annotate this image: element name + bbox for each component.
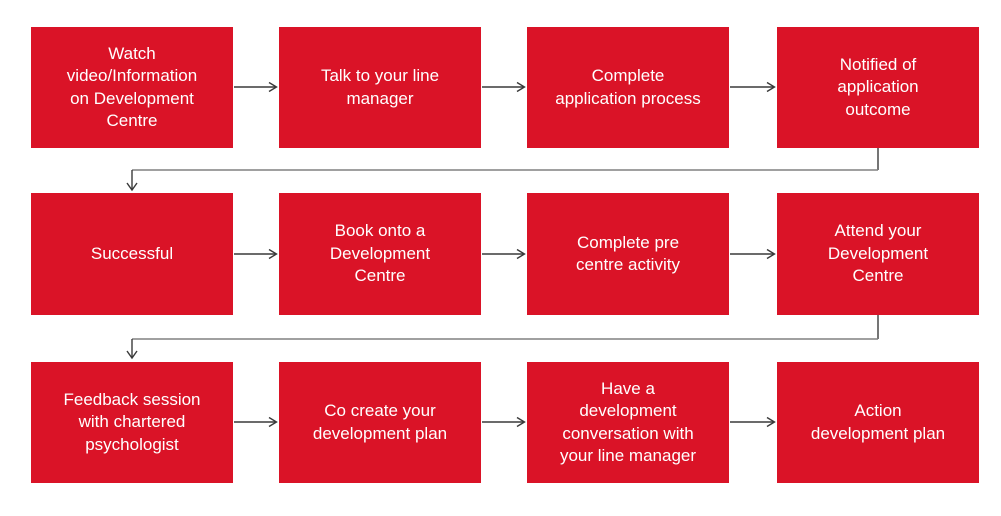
arrow-right-icon <box>730 81 776 93</box>
step-development-conversation: Have a development conversation with you… <box>527 362 729 483</box>
step-co-create-plan: Co create your development plan <box>279 362 481 483</box>
step-watch-video: Watch video/Information on Development C… <box>31 27 233 148</box>
step-pre-centre-activity: Complete pre centre activity <box>527 193 729 315</box>
step-notified-outcome: Notified of application outcome <box>777 27 979 148</box>
arrow-right-icon <box>234 81 278 93</box>
arrow-right-icon <box>482 81 526 93</box>
arrow-right-icon <box>730 416 776 428</box>
arrow-right-icon <box>482 248 526 260</box>
arrow-right-icon <box>730 248 776 260</box>
arrow-right-icon <box>234 248 278 260</box>
step-book-centre: Book onto a Development Centre <box>279 193 481 315</box>
step-action-plan: Action development plan <box>777 362 979 483</box>
arrow-right-icon <box>234 416 278 428</box>
elbow-connector-icon <box>126 148 879 192</box>
elbow-connector-icon <box>126 315 879 360</box>
step-successful: Successful <box>31 193 233 315</box>
step-complete-application: Complete application process <box>527 27 729 148</box>
step-feedback-session: Feedback session with chartered psycholo… <box>31 362 233 483</box>
step-talk-line-manager: Talk to your line manager <box>279 27 481 148</box>
step-attend-centre: Attend your Development Centre <box>777 193 979 315</box>
arrow-right-icon <box>482 416 526 428</box>
